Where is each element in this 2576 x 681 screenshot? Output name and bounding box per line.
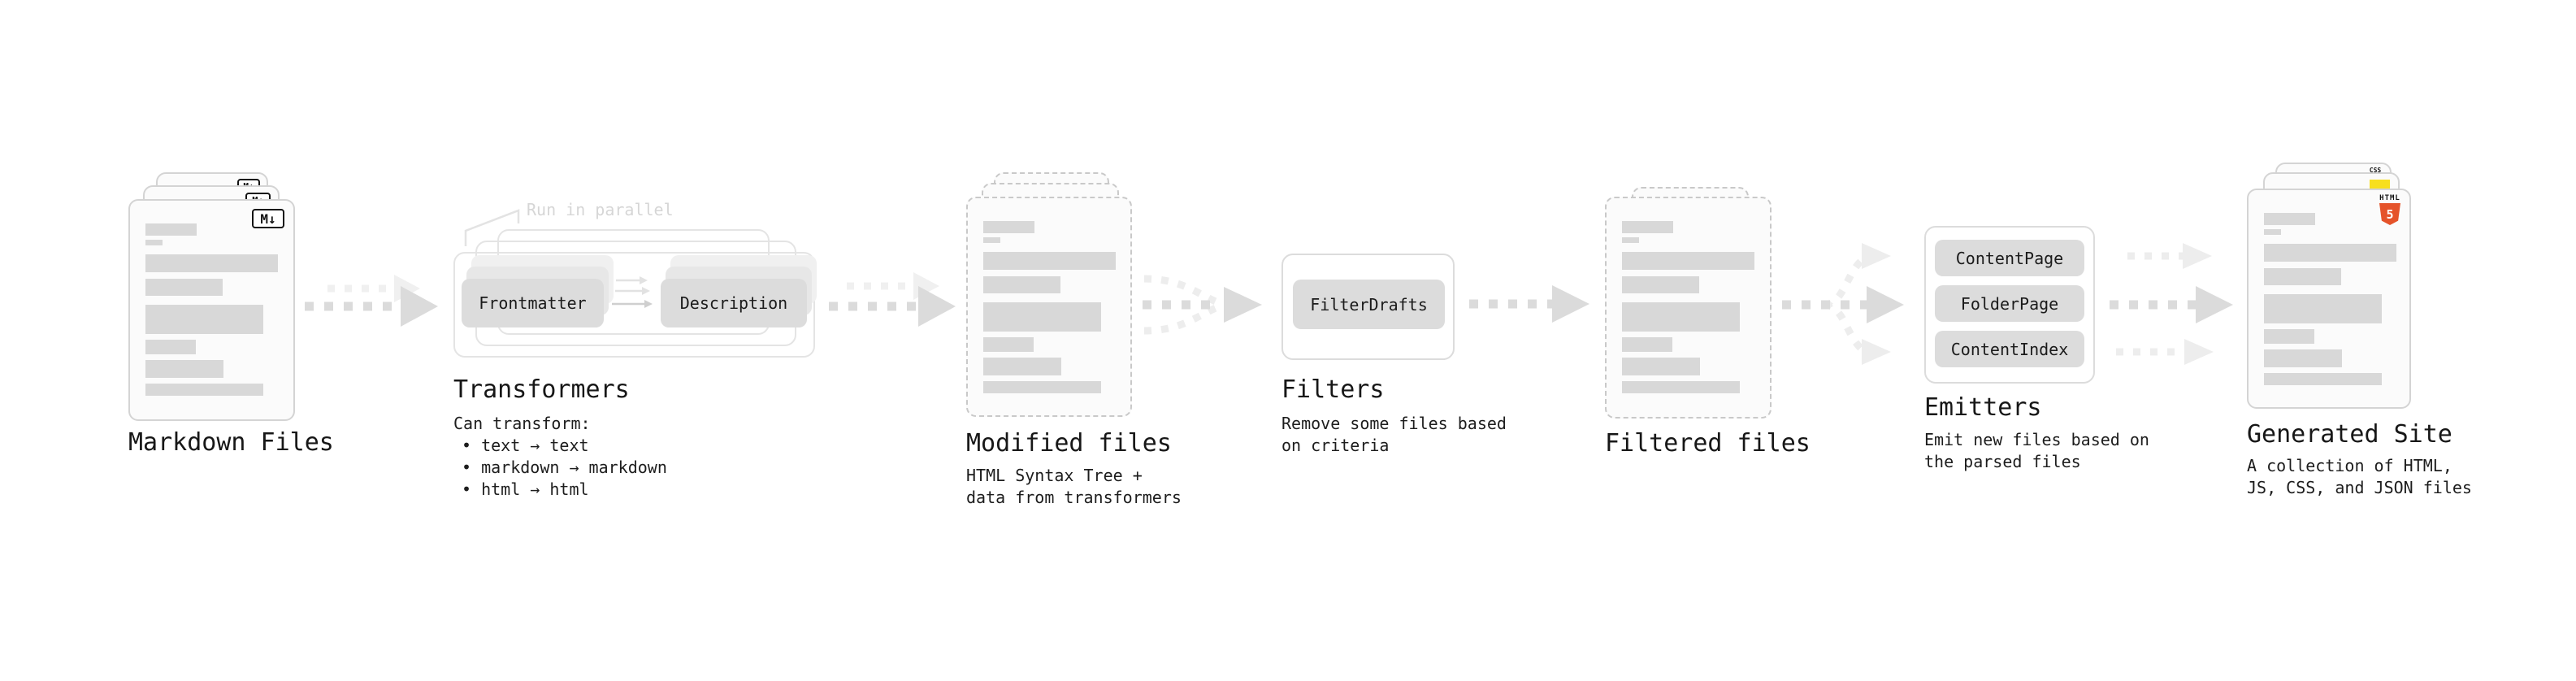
- modified-files-note: HTML Syntax Tree + data from transformer…: [966, 466, 1182, 507]
- generated-site-label: Generated Site: [2247, 420, 2452, 449]
- arrow-emitters-to-generated: [2110, 243, 2233, 365]
- skeleton-bar: [983, 252, 1116, 270]
- filters-note: Remove some files based on criteria: [1281, 414, 1507, 455]
- contentindex-emitter-box: ContentIndex: [1935, 331, 2084, 367]
- transformers-note: Can transform: • text → text • markdown …: [453, 413, 667, 501]
- transformers-bullet: • markdown → markdown: [462, 458, 667, 477]
- skeleton-bar: [145, 223, 197, 236]
- filtered-file-card-front: [1605, 197, 1772, 419]
- arrow-filtered-to-emitters: [1782, 243, 1904, 365]
- skeleton-bar: [1622, 276, 1699, 293]
- skeleton-bar: [1622, 237, 1639, 243]
- skeleton-bar: [145, 384, 263, 396]
- skeleton-bar: [983, 302, 1101, 332]
- skeleton-bar: [1622, 302, 1740, 332]
- run-in-parallel-note: Run in parallel: [527, 200, 674, 219]
- html5-file-icon: HTML 5: [2378, 194, 2402, 225]
- filters-frame: [1281, 254, 1455, 360]
- skeleton-bar: [983, 358, 1061, 375]
- markdown-icon: M↓: [252, 209, 284, 228]
- skeleton-bar: [145, 340, 196, 354]
- modified-file-card-front: [966, 197, 1132, 417]
- js-file-icon: [2370, 180, 2390, 190]
- markdown-files-label: Markdown Files: [128, 428, 334, 457]
- transformers-heading: Transformers: [453, 375, 630, 404]
- skeleton-bar: [145, 279, 223, 296]
- skeleton-bar: [2264, 329, 2314, 344]
- generated-file-card-front: HTML 5: [2247, 189, 2411, 409]
- transformers-bullet: • text → text: [462, 436, 589, 455]
- frontmatter-transformer-box: Frontmatter: [462, 279, 604, 327]
- folderpage-emitter-box: FolderPage: [1935, 285, 2084, 322]
- skeleton-bar: [1622, 381, 1740, 393]
- skeleton-bar: [2264, 373, 2382, 385]
- parallel-arrows: [612, 276, 653, 308]
- run-in-parallel-leader-line: [464, 209, 520, 246]
- skeleton-bar: [2264, 268, 2341, 285]
- markdown-file-card-front: M↓: [128, 199, 295, 421]
- emitters-note: Emit new files based on the parsed files: [1924, 430, 2149, 471]
- skeleton-bar: [145, 240, 163, 245]
- arrow-transformers-to-modified: [829, 272, 956, 327]
- emitters-frame: ContentPage FolderPage ContentIndex: [1924, 226, 2095, 384]
- skeleton-bar: [1622, 221, 1673, 233]
- filters-heading: Filters: [1281, 375, 1385, 404]
- skeleton-bar: [2264, 213, 2315, 225]
- filtered-files-label: Filtered files: [1605, 429, 1811, 458]
- transformer-frame-front: [453, 252, 815, 358]
- skeleton-bar: [145, 254, 278, 272]
- filterdrafts-box: FilterDrafts: [1293, 280, 1445, 329]
- skeleton-bar: [983, 381, 1101, 393]
- skeleton-bar: [2264, 349, 2342, 367]
- transformers-note-title: Can transform:: [453, 414, 591, 433]
- arrow-modified-to-filters: [1143, 275, 1262, 335]
- emitters-heading: Emitters: [1924, 393, 2042, 422]
- skeleton-bar: [145, 305, 263, 334]
- modified-files-label: Modified files: [966, 429, 1172, 458]
- skeleton-bar: [2264, 294, 2382, 323]
- description-transformer-box: Description: [661, 279, 807, 327]
- generated-site-note: A collection of HTML, JS, CSS, and JSON …: [2247, 456, 2472, 497]
- arrow-filters-to-filtered: [1469, 285, 1589, 323]
- skeleton-bar: [1622, 337, 1672, 352]
- arrow-markdown-to-transformers: [305, 275, 438, 327]
- skeleton-bar: [983, 221, 1034, 233]
- skeleton-bar: [145, 360, 223, 378]
- skeleton-bar: [983, 337, 1034, 352]
- skeleton-bar: [2264, 229, 2281, 235]
- skeleton-bar: [1622, 252, 1754, 270]
- skeleton-bar: [2264, 244, 2396, 262]
- transformers-bullet: • html → html: [462, 479, 589, 499]
- skeleton-bar: [983, 276, 1060, 293]
- skeleton-bar: [1622, 358, 1700, 375]
- contentpage-emitter-box: ContentPage: [1935, 240, 2084, 276]
- skeleton-bar: [983, 237, 1000, 243]
